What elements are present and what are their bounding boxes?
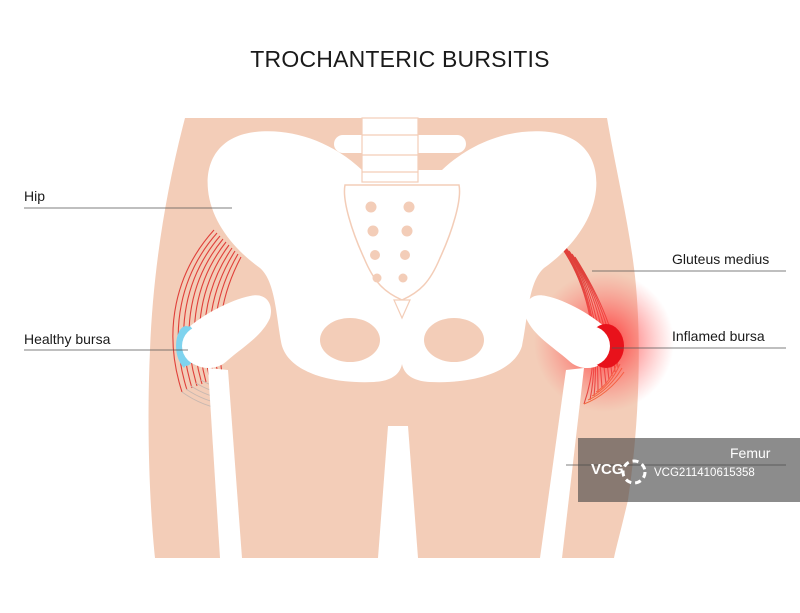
- inflamed-bursa-label: Inflamed bursa: [672, 328, 765, 344]
- coccyx: [393, 299, 411, 320]
- watermark-logo-icon: [621, 459, 647, 485]
- crotch-gap: [378, 426, 418, 558]
- diagram-title: TROCHANTERIC BURSITIS: [250, 46, 550, 72]
- left-femur: [208, 368, 242, 558]
- lumbar-vertebra: [334, 117, 466, 183]
- right-femur: [540, 368, 584, 558]
- sacral-foramina: [365, 201, 415, 283]
- left-femoral-head: [182, 326, 222, 366]
- femur-label: Femur: [730, 445, 771, 461]
- right-femoral-head: [570, 326, 610, 366]
- healthy-bursa-label: Healthy bursa: [24, 331, 111, 347]
- gluteus-medius-label: Gluteus medius: [672, 251, 770, 267]
- hip-label: Hip: [24, 188, 46, 204]
- watermark-id: VCG211410615358: [654, 467, 755, 479]
- right-obturator-foramen: [424, 318, 484, 362]
- watermark-logo-text: VCG: [591, 461, 624, 478]
- watermark-box: [578, 438, 800, 502]
- left-obturator-foramen: [320, 318, 380, 362]
